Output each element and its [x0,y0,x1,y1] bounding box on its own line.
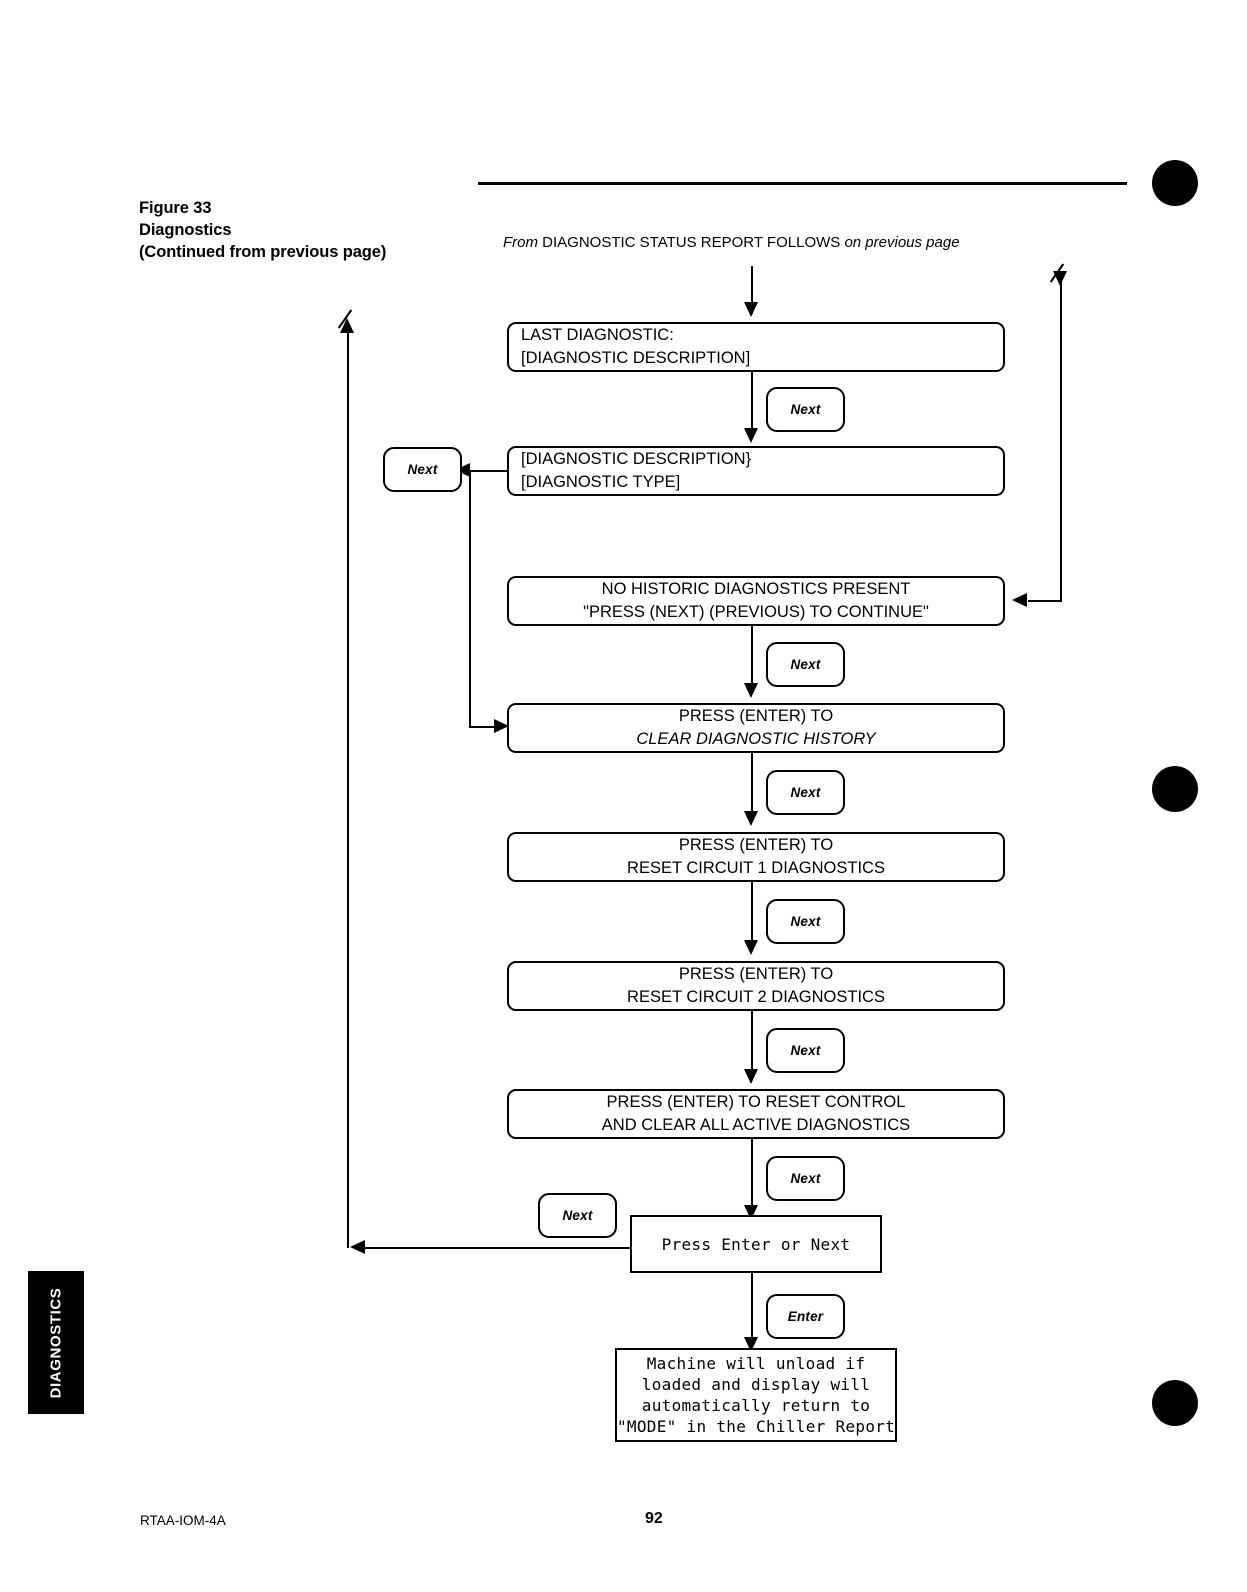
box-line: RESET CIRCUIT 1 DIAGNOSTICS [627,859,885,877]
key-next-loop-left[interactable]: Next [383,447,462,492]
footer-page-number: 92 [645,1510,663,1527]
arrowhead-down [744,811,758,826]
box-line: PRESS (ENTER) TO [678,836,834,854]
box-line: automatically return to [641,1396,871,1415]
connector-box5-box6 [751,882,754,950]
box-line: PRESS (ENTER) TO [678,707,834,725]
source-note-suffix: on previous page [840,234,960,251]
box-line: [DIAGNOSTIC TYPE] [521,473,681,491]
connector-right-return [1060,277,1063,602]
key-next-bottom-loop[interactable]: Next [538,1193,617,1238]
flow-box-press-enter-or-next: Press Enter or Next [630,1215,882,1273]
figure-title: Diagnostics [139,221,232,239]
section-tab-diagnostics: DIAGNOSTICS [28,1271,84,1414]
flow-box-machine-unload: Machine will unload if loaded and displa… [615,1348,897,1442]
header-rule [478,182,1127,185]
connector-box6-box7 [751,1011,754,1079]
source-note-main: DIAGNOSTIC STATUS REPORT FOLLOWS [542,234,841,251]
punch-dot [1152,1380,1198,1426]
punch-dot [1152,160,1198,206]
connector-box3-box4 [751,625,754,693]
arrowhead-left [350,1240,365,1254]
key-next-after-reset-circuit-1[interactable]: Next [766,899,845,944]
connector-left-return [347,330,350,1248]
figure-caption: Figure 33 Diagnostics (Continued from pr… [139,197,386,263]
connector-box8-box9 [751,1273,754,1348]
arrowhead-down [744,428,758,443]
connector-bottom-return [355,1247,630,1250]
arrowhead-down [744,683,758,698]
connector-box1-box2 [751,371,754,439]
box-line: "PRESS (NEXT) (PREVIOUS) TO CONTINUE" [583,603,929,621]
flow-box-reset-control: PRESS (ENTER) TO RESET CONTROL AND CLEAR… [507,1089,1005,1139]
box-line: AND CLEAR ALL ACTIVE DIAGNOSTICS [601,1116,911,1134]
figure-continued: (Continued from previous page) [139,243,387,261]
arrowhead-down [744,1069,758,1084]
key-next-after-no-historic[interactable]: Next [766,642,845,687]
key-next-after-last-diagnostic[interactable]: Next [766,387,845,432]
connector-entry [751,266,754,314]
connector-right-into-box [1028,600,1062,603]
key-enter-final[interactable]: Enter [766,1294,845,1339]
section-tab-label: DIAGNOSTICS [47,1287,65,1398]
box-line: "MODE" in the Chiller Report [617,1417,896,1436]
box-line: Press Enter or Next [661,1234,851,1254]
footer-document-code: RTAA-IOM-4A [140,1513,226,1528]
arrowhead-right [494,719,509,733]
box-line: CLEAR DIAGNOSTIC HISTORY [636,730,876,748]
connector-box4-box5 [751,753,754,821]
flow-box-reset-circuit-2: PRESS (ENTER) TO RESET CIRCUIT 2 DIAGNOS… [507,961,1005,1011]
figure-number: Figure 33 [139,199,212,217]
box-line: RESET CIRCUIT 2 DIAGNOSTICS [627,988,885,1006]
flow-box-no-historic-diagnostics: NO HISTORIC DIAGNOSTICS PRESENT "PRESS (… [507,576,1005,626]
key-next-after-reset-circuit-2[interactable]: Next [766,1028,845,1073]
flow-box-clear-diagnostic-history: PRESS (ENTER) TO CLEAR DIAGNOSTIC HISTOR… [507,703,1005,753]
connector-branch-right [469,726,497,729]
source-note: From DIAGNOSTIC STATUS REPORT FOLLOWS on… [503,234,960,251]
flow-box-reset-circuit-1: PRESS (ENTER) TO RESET CIRCUIT 1 DIAGNOS… [507,832,1005,882]
box-line: loaded and display will [641,1375,871,1394]
box-line: Machine will unload if [646,1354,866,1373]
connector-box2-nextkey [455,470,510,473]
connector-branch-down [469,470,472,727]
arrowhead-down [744,940,758,955]
arrowhead-down [744,302,758,317]
key-next-after-clear-history[interactable]: Next [766,770,845,815]
flow-box-last-diagnostic: LAST DIAGNOSTIC: [DIAGNOSTIC DESCRIPTION… [507,322,1005,372]
box-line: PRESS (ENTER) TO RESET CONTROL [606,1093,906,1111]
arrowhead-left [1012,593,1027,607]
box-line: NO HISTORIC DIAGNOSTICS PRESENT [601,580,911,598]
connector-box7-box8 [751,1139,754,1215]
box-line: [DIAGNOSTIC DESCRIPTION] [521,349,751,367]
source-note-prefix: From [503,234,543,251]
flow-box-diagnostic-description: [DIAGNOSTIC DESCRIPTION} [DIAGNOSTIC TYP… [507,446,1005,496]
box-line: PRESS (ENTER) TO [678,965,834,983]
box-line: [DIAGNOSTIC DESCRIPTION} [521,450,752,468]
box-line: LAST DIAGNOSTIC: [521,326,674,344]
punch-dot [1152,766,1198,812]
key-next-after-reset-control[interactable]: Next [766,1156,845,1201]
